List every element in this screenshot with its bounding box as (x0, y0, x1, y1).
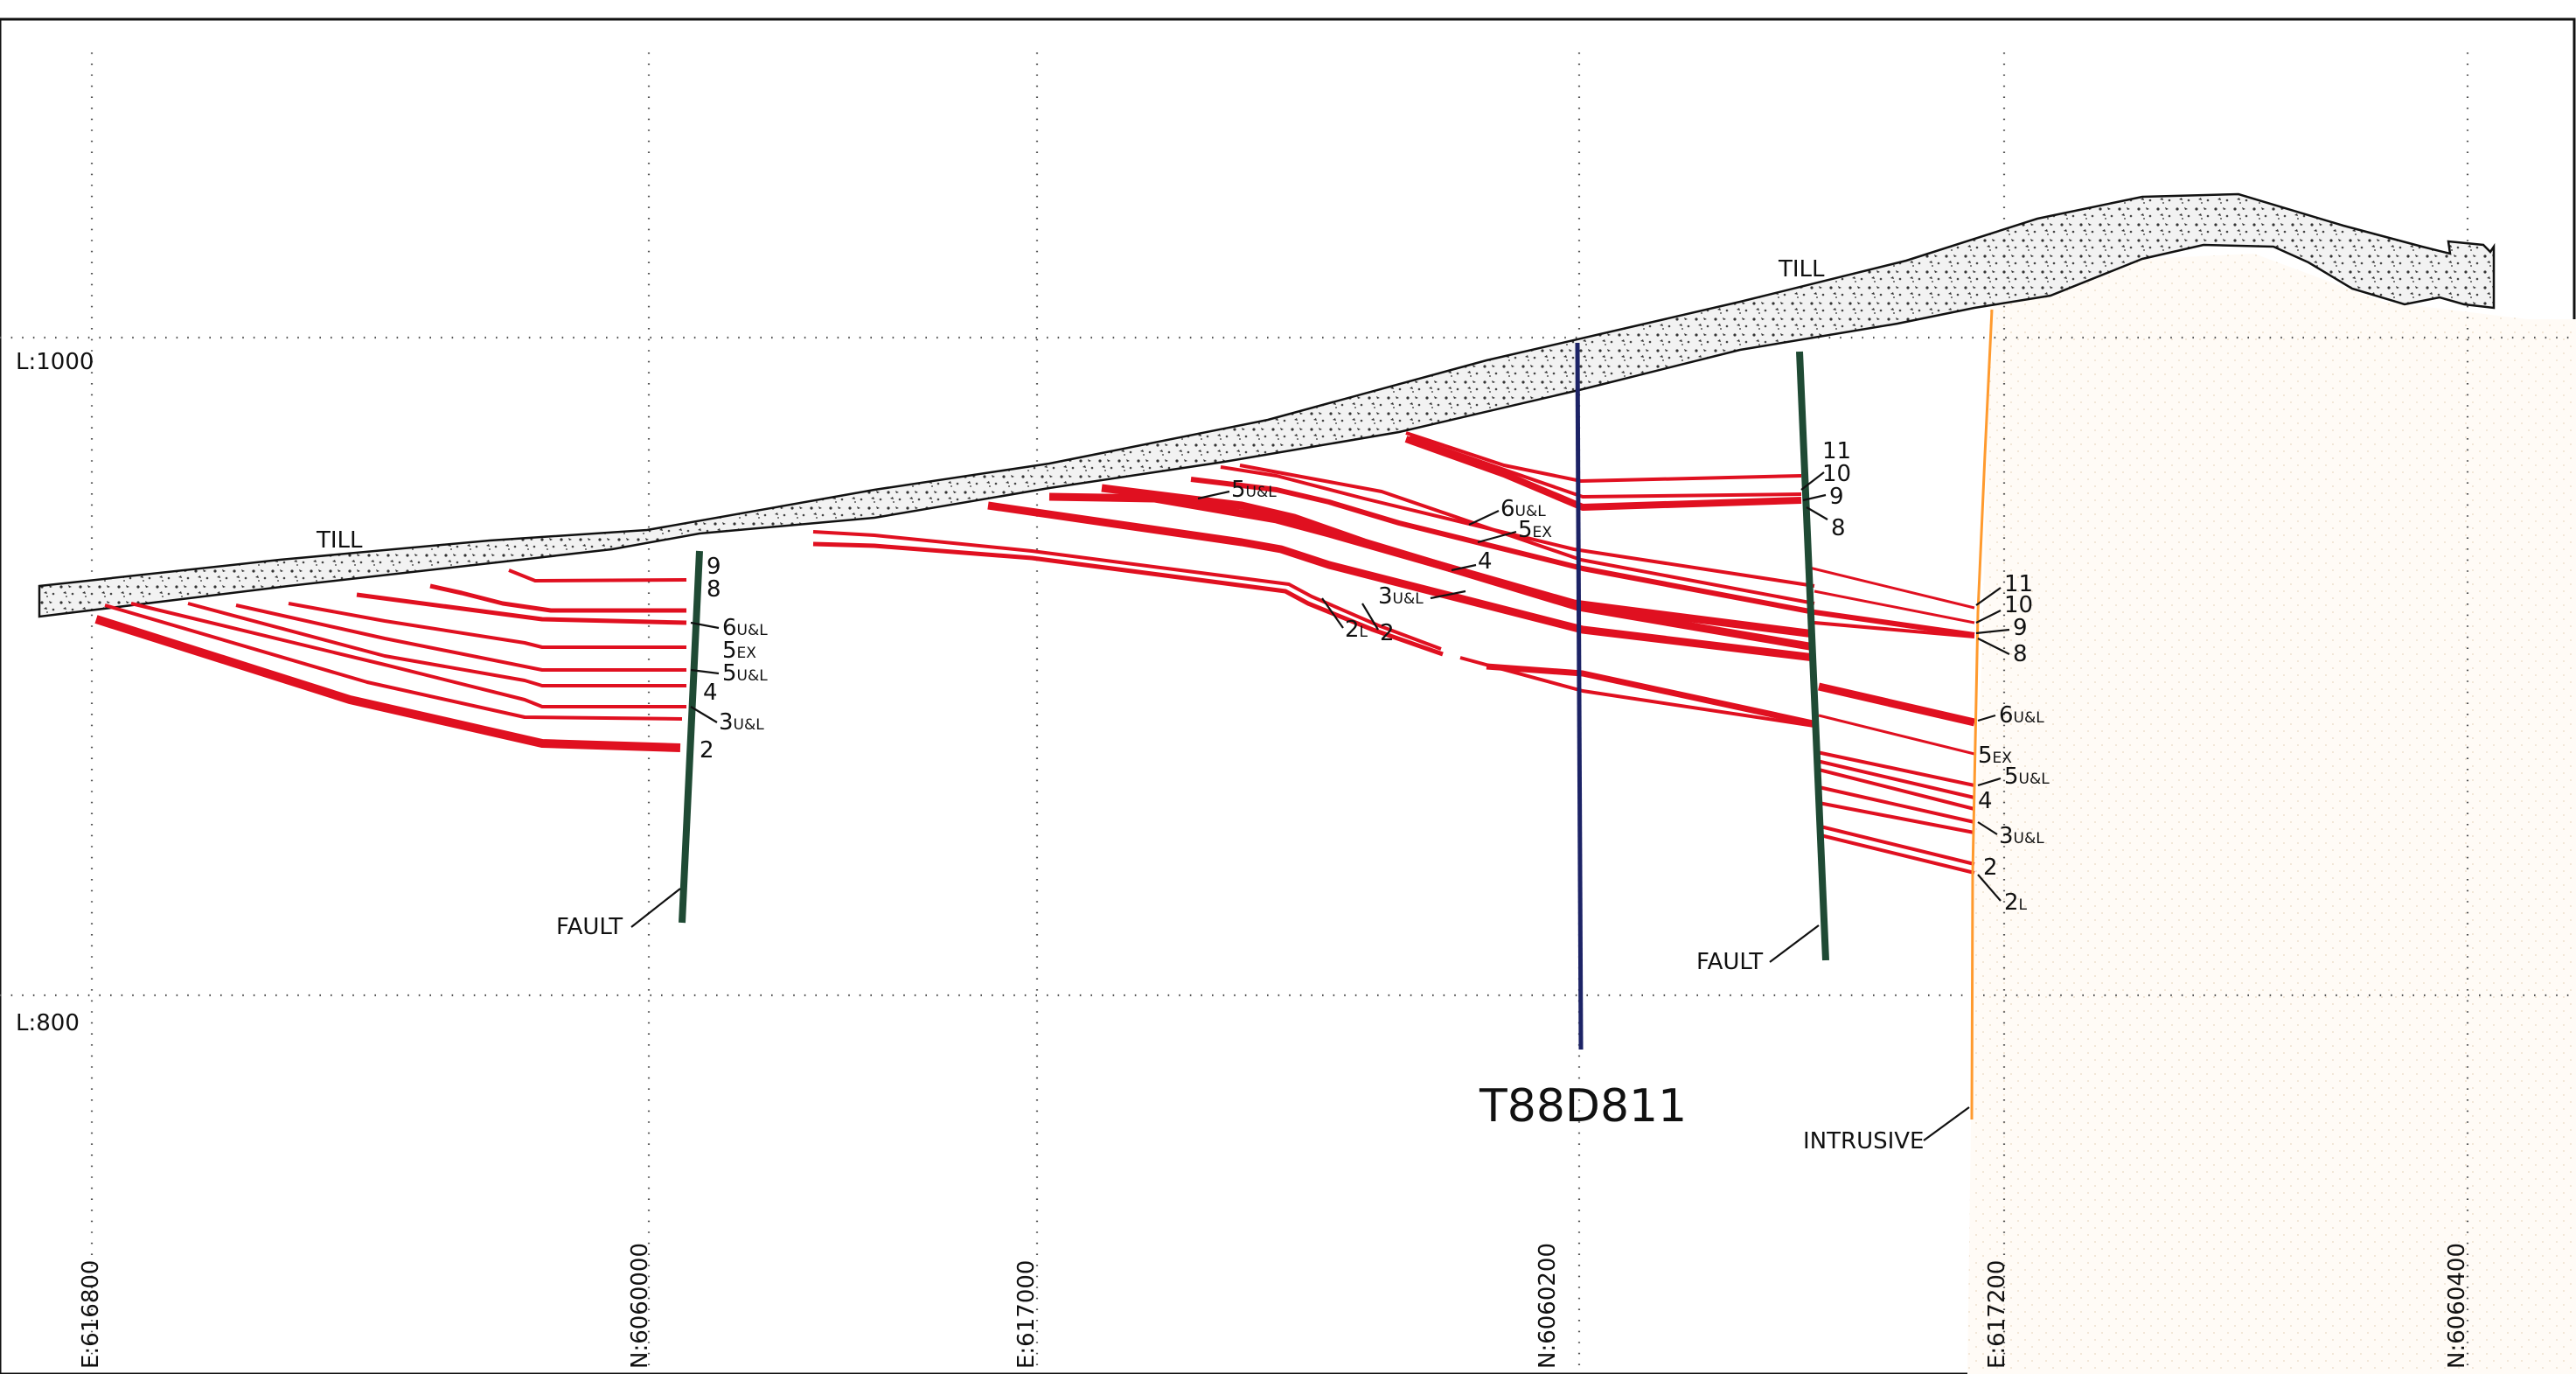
intrusive-label: INTRUSIVE (1803, 1128, 1924, 1154)
seam-label: 6U&L (1500, 496, 1546, 522)
seam-label: 11 (1822, 438, 1851, 464)
seam-label: 9 (1829, 484, 1844, 510)
seam-label: 5U&L (1231, 477, 1277, 503)
seam-label: 3U&L (1999, 823, 2044, 849)
grid-label-e617200: E:617200 (1984, 1260, 2010, 1369)
seam-label: 6U&L (722, 615, 768, 641)
fault-line-west (679, 550, 703, 924)
seam-lines-east (1805, 565, 1976, 875)
seam-lines-west (94, 568, 687, 752)
drillhole-label: T88D811 (1479, 1080, 1687, 1133)
seam-label: 5EX (722, 638, 756, 664)
seam-label: 4 (1478, 548, 1493, 575)
seam-label: 6U&L (1999, 702, 2044, 729)
seam-label: 5U&L (722, 660, 768, 687)
seam-label: 10 (2004, 592, 2033, 618)
seam-label: 4 (1978, 788, 1993, 814)
seam-labels-central: 5U&L 6U&L 5EX 4 3U&L 2L 2 (1197, 477, 1552, 646)
seam-label: 10 (1822, 461, 1851, 487)
fault-line-east (1796, 351, 1829, 961)
seam-label: 8 (2013, 641, 2028, 667)
till-layer (38, 192, 2496, 618)
seam-labels-east: 11 10 9 8 6U&L 5EX 5U&L 4 3U&L 2 2L (1975, 571, 2050, 916)
grid-label-n6060000: N:6060000 (627, 1243, 653, 1369)
seam-label: 2 (700, 737, 714, 764)
seam-label: 8 (707, 576, 721, 603)
seam-label: 9 (2013, 615, 2028, 641)
intrusive-body (1967, 254, 2576, 1374)
seam-lines-central (812, 431, 1818, 728)
seam-label: 2 (1380, 620, 1395, 646)
seam-label: 5EX (1978, 743, 2012, 769)
fault-label-west: FAULT (556, 914, 623, 940)
seam-label: 11 (2004, 571, 2033, 597)
seam-label: 4 (703, 680, 718, 706)
seam-label: 2 (1983, 854, 1998, 881)
fault-label-east: FAULT (1696, 949, 1763, 975)
till-label-east: TILL (1778, 256, 1825, 282)
level-label-1000: L:1000 (16, 349, 94, 375)
seam-label: 3U&L (719, 709, 764, 736)
seam-label: 9 (707, 554, 721, 580)
seam-label: 5U&L (2004, 764, 2050, 790)
grid-label-e616800: E:616800 (78, 1260, 104, 1369)
seam-label: 2L (2004, 889, 2028, 916)
grid-label-n6060400: N:6060400 (2444, 1243, 2470, 1369)
intrusive-contact-line (1970, 309, 1994, 1120)
grid-label-e617000: E:617000 (1013, 1260, 1040, 1369)
till-label-west: TILL (316, 527, 363, 554)
drillhole-trace (1575, 342, 1584, 1050)
seam-label: 5EX (1518, 517, 1552, 543)
seam-label: 3U&L (1378, 583, 1424, 610)
seam-labels-west: 9 8 6U&L 5EX 5U&L 4 3U&L 2 (690, 554, 768, 764)
seam-labels-hole: 11 10 9 8 (1800, 438, 1851, 541)
seam-label: 8 (1831, 515, 1846, 541)
grid-label-n6060200: N:6060200 (1535, 1243, 1561, 1369)
level-label-800: L:800 (16, 1010, 80, 1036)
seam-label: 2L (1345, 617, 1368, 643)
